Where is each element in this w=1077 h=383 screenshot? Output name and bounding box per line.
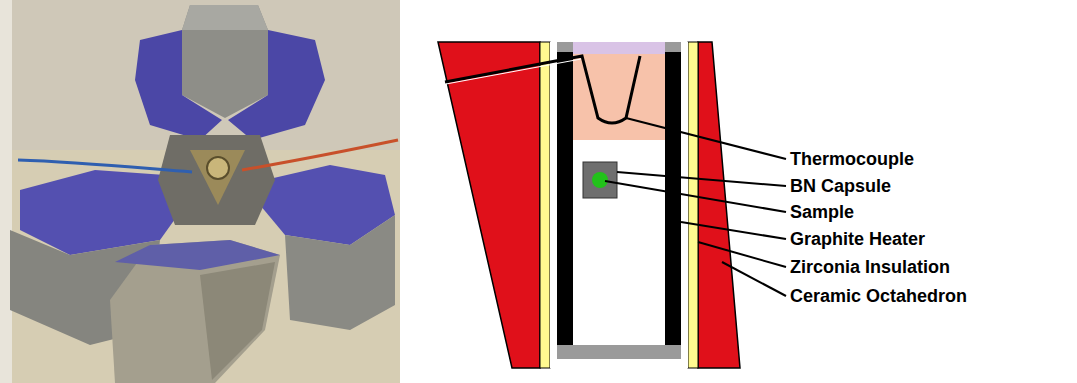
thermocouple-sleeve	[573, 54, 665, 140]
gasket	[135, 30, 222, 140]
part-label: Thermocouple	[790, 149, 914, 169]
anvil-cube-top	[182, 5, 268, 30]
graphite-heater	[557, 52, 573, 352]
zirconia-insulation	[688, 42, 698, 368]
leader-line	[681, 222, 786, 239]
thermocouple-wire	[242, 140, 398, 170]
thermocouple-wire	[18, 160, 192, 172]
thermocouple-cap	[573, 42, 665, 54]
anvil-cube	[285, 215, 395, 330]
ceramic-octahedron	[438, 42, 540, 368]
graphite-heater	[665, 52, 681, 352]
leader-line	[605, 181, 786, 212]
part-label: Graphite Heater	[790, 229, 925, 249]
photo-edge	[0, 0, 12, 383]
anvil-cube-side	[200, 262, 275, 380]
gasket	[228, 30, 325, 140]
leader-line	[617, 172, 786, 186]
photo-background	[0, 0, 400, 383]
photo-wall	[0, 0, 400, 150]
part-label: BN Capsule	[790, 176, 891, 196]
cross-section	[438, 42, 786, 368]
part-label: Zirconia Insulation	[790, 257, 950, 277]
assembly-photo	[0, 0, 400, 383]
sample	[592, 172, 608, 188]
part-label: Ceramic Octahedron	[790, 286, 967, 306]
thermocouple-wire	[445, 56, 640, 123]
bn-capsule	[583, 162, 617, 198]
octahedron	[190, 150, 245, 205]
octahedron-face	[207, 157, 229, 179]
anvil-center	[158, 135, 275, 225]
leader-line	[698, 242, 786, 267]
ceramic-octahedron	[698, 42, 740, 368]
anvil-cube	[110, 240, 280, 383]
interior	[550, 42, 688, 368]
zirconia-insulation	[540, 42, 550, 368]
leader-line	[722, 262, 786, 296]
leader-line	[626, 118, 786, 159]
anvil-cube	[182, 5, 268, 118]
end-cap	[557, 345, 681, 359]
part-label: Sample	[790, 202, 854, 222]
thermocouple-wire-highlight	[446, 59, 581, 84]
